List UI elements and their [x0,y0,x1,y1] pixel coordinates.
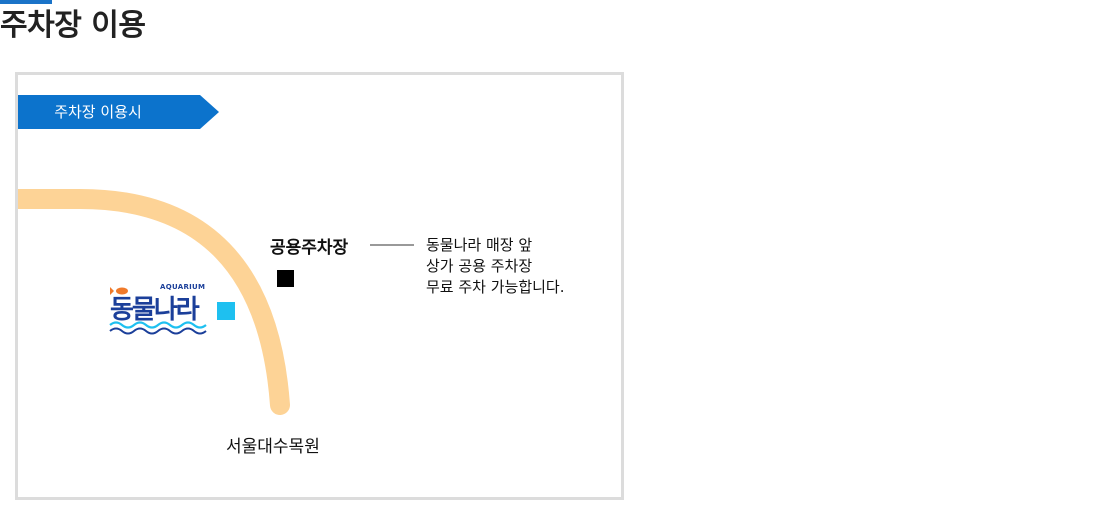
fish-icon [116,287,128,295]
fish-tail-icon [110,287,114,295]
map-graphics [18,95,414,415]
store-marker [217,302,235,320]
arboretum-label: 서울대수목원 [226,437,320,457]
parking-map: 주차장 이용시 공용주차장 동물나라 매장 앞 상가 공용 주차장 무료 주차 … [15,72,624,500]
parking-lot-marker [277,270,294,287]
parking-note: 동물나라 매장 앞 상가 공용 주차장 무료 주차 가능합니다. [426,235,565,298]
parking-lot-label: 공용주차장 [270,238,349,258]
title-accent-bar [0,0,52,4]
logo-title: 동물나라 [110,295,200,325]
logo-wave-icon-2 [109,327,207,335]
logo-wave-icon [109,321,207,329]
road-path [18,189,290,415]
parking-note-line: 상가 공용 주차장 [426,257,533,275]
ribbon-label: 주차장 이용시 [54,103,142,121]
parking-note-line: 무료 주차 가능합니다. [426,278,565,296]
page-title: 주차장 이용 [0,8,146,43]
logo-subtitle: AQUARIUM [160,283,206,291]
ribbon-banner [18,95,219,129]
parking-note-line: 동물나라 매장 앞 [426,236,533,254]
store-logo: AQUARIUM 동물나라 [108,281,212,337]
